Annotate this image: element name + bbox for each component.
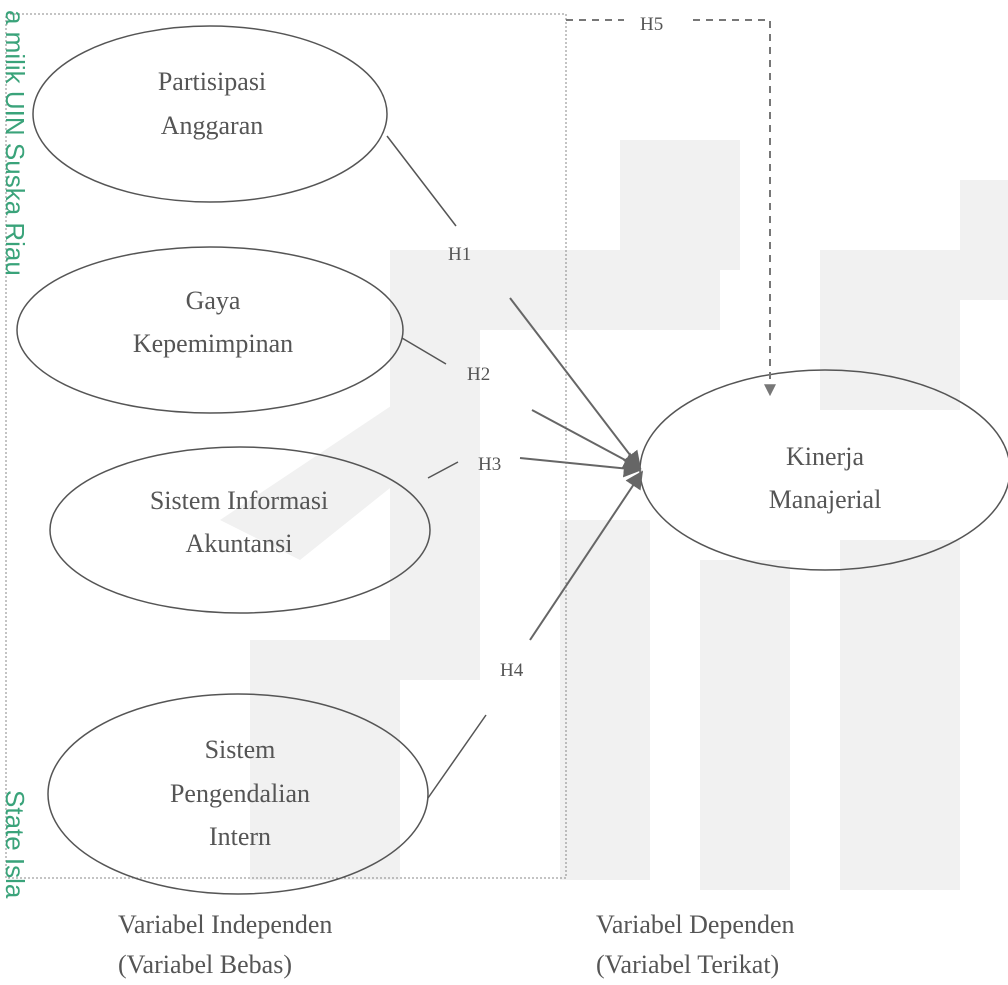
hypothesis-h5-label: H5 — [640, 14, 663, 35]
dependent-caption-line2: (Variabel Terikat) — [596, 950, 779, 979]
watermark: a milik UIN Suska Riau State Isla — [0, 10, 30, 899]
h3-arrow — [519, 457, 642, 478]
h2-arrow — [531, 409, 642, 469]
h4-arrow — [529, 470, 643, 641]
background-emblem — [220, 140, 1008, 890]
node-gaya-label-line1: Gaya — [186, 286, 241, 315]
hypothesis-h2-label: H2 — [467, 364, 490, 385]
node-spi-label-line1: Sistem — [205, 735, 276, 764]
h1-arrow — [509, 297, 642, 470]
hypothesis-h3-label: H3 — [478, 454, 501, 475]
node-kinerja-label-line1: Kinerja — [786, 442, 864, 471]
watermark-top-text: a milik UIN Suska Riau — [0, 10, 30, 276]
independent-group-frame — [5, 13, 567, 879]
node-sistem-informasi-akuntansi — [49, 446, 431, 614]
node-sia-label-line1: Sistem Informasi — [150, 486, 328, 515]
dependent-caption-line1: Variabel Dependen — [596, 910, 795, 939]
h5-dashed-arrow — [693, 19, 776, 397]
h3-line-in — [427, 461, 459, 479]
node-spi-label-line2: Pengendalian — [170, 779, 310, 808]
independent-caption-line2: (Variabel Bebas) — [118, 950, 292, 979]
node-kinerja-label-line2: Manajerial — [769, 485, 882, 514]
hypothesis-h1-label: H1 — [448, 244, 471, 265]
watermark-bottom-text: State Isla — [0, 790, 30, 899]
independent-caption-line1: Variabel Independen — [118, 910, 332, 939]
h4-line-in — [427, 714, 487, 799]
node-gaya-label-line2: Kepemimpinan — [133, 329, 293, 358]
node-partisipasi-label-line1: Partisipasi — [158, 67, 266, 96]
node-gaya-kepemimpinan — [16, 246, 404, 414]
h2-line-in — [401, 337, 447, 365]
h1-line-in — [386, 135, 457, 227]
node-partisipasi-anggaran — [32, 25, 388, 203]
node-sistem-pengendalian-intern — [47, 693, 429, 895]
node-sia-label-line2: Akuntansi — [186, 529, 293, 558]
node-spi-label-line3: Intern — [209, 822, 271, 851]
hypothesis-h4-label: H4 — [500, 660, 524, 681]
node-partisipasi-label-line2: Anggaran — [161, 111, 264, 140]
